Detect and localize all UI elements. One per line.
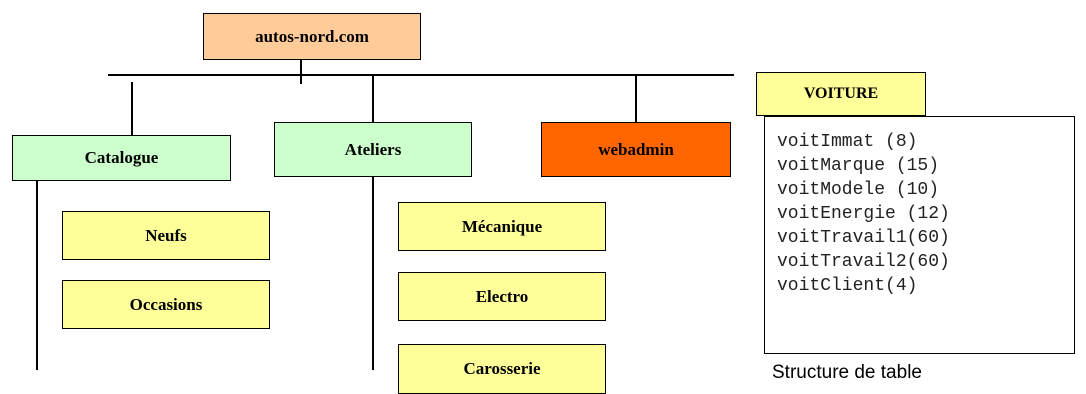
ateliers-child-carosserie: Carosserie <box>398 344 606 394</box>
table-field: voitEnergie (12) <box>777 204 950 224</box>
table-caption: Structure de table <box>772 362 922 383</box>
root-connector-line <box>300 60 302 84</box>
table-field: voitClient(4) <box>777 276 918 296</box>
table-field: voitMarque (15) <box>777 156 940 176</box>
table-field: voitTravail2(60) <box>777 252 950 272</box>
ateliers-child-electro: Electro <box>398 272 606 321</box>
table-field: voitTravail1(60) <box>777 228 950 248</box>
ateliers-connector-line <box>372 75 374 123</box>
catalogue-child-occasions: Occasions <box>62 280 270 329</box>
table-header: VOITURE <box>756 72 926 116</box>
catalogue-children-line <box>36 181 38 370</box>
main-bus-line <box>108 74 734 76</box>
section-node-webadmin: webadmin <box>541 122 731 177</box>
catalogue-connector-line <box>131 82 133 140</box>
ateliers-children-line <box>372 177 374 370</box>
catalogue-child-neufs: Neufs <box>62 211 270 260</box>
section-node-ateliers: Ateliers <box>274 122 472 177</box>
webadmin-connector-line <box>635 75 637 123</box>
table-field: voitModele (10) <box>777 180 940 200</box>
ateliers-child-mecanique: Mécanique <box>398 202 606 251</box>
table-fields-box: voitImmat (8) voitMarque (15) voitModele… <box>764 116 1075 354</box>
section-node-catalogue: Catalogue <box>12 135 231 181</box>
root-node: autos-nord.com <box>203 13 421 60</box>
table-field: voitImmat (8) <box>777 132 918 152</box>
